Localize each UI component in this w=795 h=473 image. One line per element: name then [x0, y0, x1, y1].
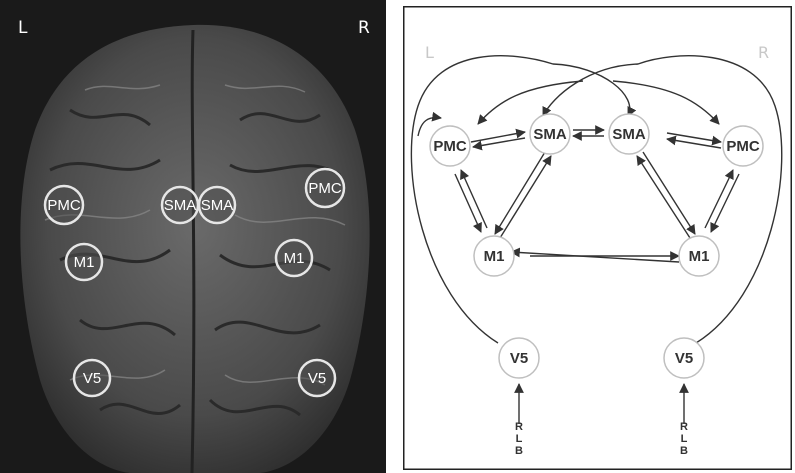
roi-pmc-right-label: PMC: [308, 180, 342, 197]
brain-right-marker: R: [358, 18, 370, 38]
network-diagram-panel: L R: [403, 6, 792, 470]
node-pmc-left: PMC: [433, 138, 467, 155]
brain-midline: [192, 30, 194, 473]
network-diagram: L R: [403, 6, 792, 470]
roi-m1-left-label: M1: [74, 254, 95, 271]
roi-m1-right-label: M1: [284, 250, 305, 267]
node-sma-left: SMA: [533, 126, 567, 143]
node-pmc-right: PMC: [726, 138, 760, 155]
brain-left-marker: L: [18, 18, 28, 38]
node-m1-right: M1: [689, 248, 710, 265]
input-left-letter: L: [516, 433, 523, 445]
roi-sma-left-label: SMA: [164, 197, 197, 214]
diagram-frame: [404, 7, 792, 470]
input-right-letter: B: [680, 445, 688, 457]
brain-image: L R PMC SMA SMA PMC M1 M1 V5 V5: [0, 0, 386, 473]
node-v5-left: V5: [510, 350, 528, 367]
input-left-letter: B: [515, 445, 523, 457]
node-sma-right: SMA: [612, 126, 646, 143]
input-right-label: R L B: [680, 421, 688, 457]
roi-v5-left-label: V5: [83, 370, 101, 387]
diagram-left-marker: L: [425, 43, 434, 62]
brain-image-panel: L R PMC SMA SMA PMC M1 M1 V5 V5: [0, 0, 386, 473]
input-right-letter: R: [680, 421, 688, 433]
input-left-letter: R: [515, 421, 523, 433]
roi-v5-right-label: V5: [308, 370, 326, 387]
node-v5-right: V5: [675, 350, 693, 367]
diagram-right-marker: R: [758, 43, 769, 62]
roi-sma-right-label: SMA: [201, 197, 234, 214]
node-m1-left: M1: [484, 248, 505, 265]
input-right-letter: L: [681, 433, 688, 445]
roi-pmc-left-label: PMC: [47, 197, 81, 214]
input-left-label: R L B: [515, 421, 523, 457]
